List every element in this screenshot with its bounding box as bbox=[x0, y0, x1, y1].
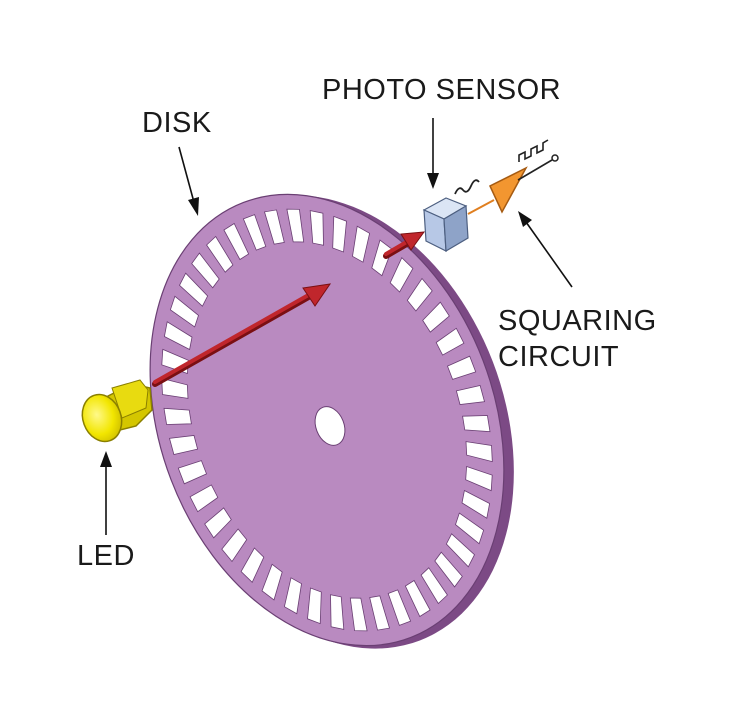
disk-slot bbox=[242, 214, 267, 251]
disk-slot bbox=[455, 512, 485, 545]
disk-slots bbox=[161, 208, 493, 632]
disk-slot bbox=[446, 355, 477, 380]
disk-slot bbox=[352, 225, 371, 263]
disk-slot bbox=[462, 415, 491, 433]
sine-wave-icon bbox=[454, 179, 480, 195]
photo-sensor-icon bbox=[422, 197, 469, 253]
disk-slot bbox=[387, 589, 412, 626]
disk-slot bbox=[330, 594, 345, 630]
disk-slot bbox=[163, 321, 193, 351]
disk-slot bbox=[283, 577, 302, 615]
disk-slot bbox=[435, 327, 465, 356]
disk-slot bbox=[221, 528, 248, 563]
output-wire bbox=[517, 159, 553, 181]
disk-slot bbox=[465, 465, 493, 492]
disk-slot bbox=[163, 407, 192, 425]
label-photo-sensor: PHOTO SENSOR bbox=[322, 74, 562, 106]
disk-slot bbox=[455, 385, 486, 405]
disk-slot bbox=[179, 272, 209, 307]
disk-slot bbox=[240, 547, 265, 583]
label-led: LED bbox=[77, 540, 135, 572]
light-beam-arrow bbox=[152, 283, 332, 387]
disk-slot bbox=[465, 441, 493, 463]
disk-slot bbox=[307, 587, 322, 625]
disk-slot bbox=[206, 235, 234, 273]
disk-slot bbox=[204, 507, 232, 539]
disk-slot bbox=[309, 210, 324, 246]
sensor-wire bbox=[467, 199, 495, 215]
disk-slot bbox=[189, 484, 219, 513]
disk-slot bbox=[191, 252, 220, 289]
led-pointer-arrow bbox=[100, 451, 112, 535]
disk-slot bbox=[404, 579, 431, 618]
disk-slot bbox=[422, 301, 450, 333]
squaring-circuit-pointer-arrow bbox=[518, 211, 573, 288]
led-icon bbox=[81, 379, 153, 443]
photo-sensor-pointer-arrow bbox=[427, 118, 439, 189]
squaring-circuit-icon bbox=[489, 166, 528, 214]
disk-slot bbox=[177, 460, 208, 485]
square-wave-icon bbox=[518, 139, 549, 162]
disk-slot bbox=[168, 435, 199, 455]
output-terminal bbox=[551, 154, 559, 162]
disk-center-hole bbox=[314, 406, 346, 446]
disk-slot bbox=[332, 215, 347, 253]
disk-slot bbox=[406, 277, 433, 312]
disk-slot bbox=[169, 295, 199, 328]
disk-slot bbox=[434, 551, 463, 588]
disk-pointer-arrow bbox=[178, 146, 199, 216]
label-disk: DISK bbox=[142, 107, 212, 139]
label-squaring-line1: SQUARING bbox=[498, 305, 657, 337]
disk-slot bbox=[445, 533, 475, 568]
sensor-beam-arrow bbox=[383, 231, 426, 259]
label-squaring-line2: CIRCUIT bbox=[498, 341, 620, 373]
disk-slot bbox=[369, 595, 391, 631]
disk-slot bbox=[263, 209, 285, 245]
disk-slot bbox=[223, 222, 250, 261]
disk-slot bbox=[349, 597, 368, 632]
disk-slot bbox=[461, 489, 491, 519]
disk-slot bbox=[286, 208, 305, 243]
disk-slot bbox=[389, 257, 414, 293]
disk-slot bbox=[261, 563, 283, 601]
disk-slot bbox=[420, 567, 448, 605]
